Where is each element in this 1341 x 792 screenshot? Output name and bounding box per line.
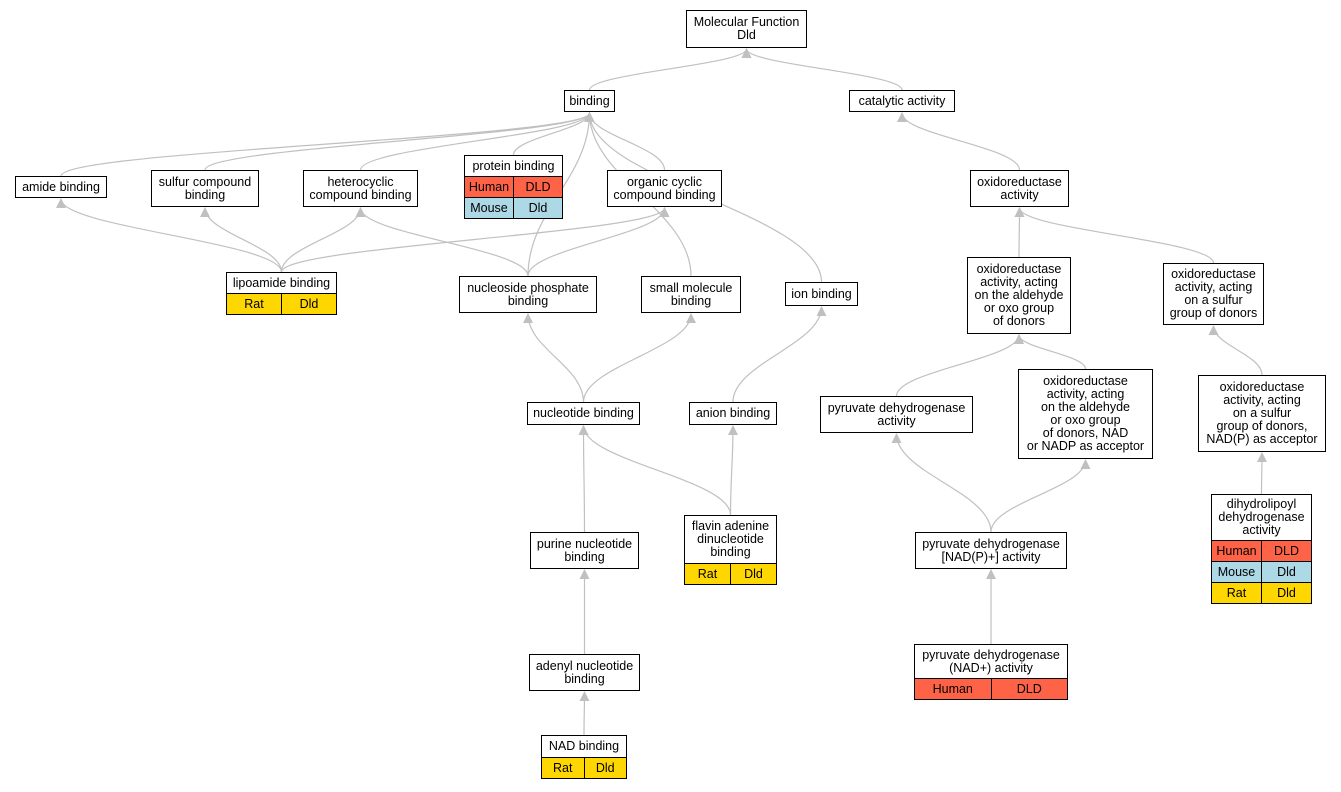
gene-cell: Dld <box>1261 562 1311 582</box>
node-oxidoreductase-activity[interactable]: oxidoreductase activity <box>970 170 1069 207</box>
gene-cell: Dld <box>281 294 336 314</box>
edge-purine-to-nucleotide <box>578 425 589 533</box>
species-cell: Rat <box>542 758 584 778</box>
edge-anion-to-ion <box>732 306 827 403</box>
edge-binding-to-mf <box>588 48 752 91</box>
edge-pdh-to-oxaldehyde <box>895 334 1024 397</box>
node-binding[interactable]: binding <box>564 90 615 112</box>
species-cell: Mouse <box>465 198 513 218</box>
node-nucleoside-phosphate-binding[interactable]: nucleoside phosphate binding <box>459 276 597 313</box>
node-organic-cyclic-compound-binding[interactable]: organic cyclic compound binding <box>607 170 722 207</box>
node-ion-binding[interactable]: ion binding <box>785 282 858 306</box>
edge-sulfur-to-binding <box>204 112 595 171</box>
edge-lipoamide-to-amide <box>56 198 283 273</box>
node-anion-binding[interactable]: anion binding <box>689 402 777 425</box>
edge-lipoamide-to-heterocyclic <box>280 207 366 273</box>
edge-lipoamide-to-sulfur <box>200 207 283 273</box>
gene-cell: Dld <box>583 758 626 778</box>
species-cell: Human <box>465 177 513 197</box>
edge-fad-to-anion <box>727 425 738 516</box>
species-cell: Mouse <box>1212 562 1261 582</box>
species-cell: Human <box>915 679 991 699</box>
edge-organic-to-binding <box>584 112 666 171</box>
edge-nucleotide-to-smallmol <box>582 313 696 403</box>
gene-cell: Dld <box>513 198 562 218</box>
species-cell: Rat <box>1212 583 1261 603</box>
edge-oxidoreductase-to-catalytic <box>897 112 1021 171</box>
node-adenyl-nucleotide-binding[interactable]: adenyl nucleotide binding <box>529 654 640 691</box>
node-small-molecule-binding[interactable]: small molecule binding <box>641 276 741 313</box>
edge-nucleoside-to-organic <box>527 207 670 277</box>
node-dihydrolipoyl-dehydrogenase[interactable]: dihydrolipoyl dehydrogenase activity Hum… <box>1211 494 1312 604</box>
node-heterocyclic-compound-binding[interactable]: heterocyclic compound binding <box>303 170 418 207</box>
node-nucleotide-binding[interactable]: nucleotide binding <box>527 402 640 425</box>
node-amide-binding[interactable]: amide binding <box>15 176 107 198</box>
edge-heterocyclic-to-binding <box>359 112 595 171</box>
edge-pdhnadp-to-pdh <box>891 433 992 533</box>
edge-dihydro-to-oxsulfnad <box>1256 452 1267 495</box>
gene-cell: Dld <box>1261 583 1311 603</box>
node-pyruvate-dehydrogenase-nadp[interactable]: pyruvate dehydrogenase [NAD(P)+] activit… <box>915 532 1067 569</box>
gene-cell: DLD <box>990 679 1067 699</box>
species-cell: Rat <box>685 564 730 584</box>
node-oxidoreductase-sulfur-nadp[interactable]: oxidoreductase activity, acting on a sul… <box>1198 375 1326 452</box>
edge-oxaldnad-to-oxaldehyde <box>1014 334 1087 370</box>
edge-nucleoside-to-heterocyclic <box>355 207 529 277</box>
node-oxidoreductase-sulfur[interactable]: oxidoreductase activity, acting on a sul… <box>1163 263 1264 325</box>
node-pyruvate-dehydrogenase-activity[interactable]: pyruvate dehydrogenase activity <box>820 396 973 433</box>
node-pyruvate-dehydrogenase-nad[interactable]: pyruvate dehydrogenase (NAD+) activity H… <box>914 644 1068 700</box>
node-oxidoreductase-aldehyde-nad[interactable]: oxidoreductase activity, acting on the a… <box>1018 369 1153 459</box>
edge-lipoamide-to-organic <box>280 207 670 273</box>
edge-nucleotide-to-nucleoside <box>523 313 585 403</box>
gene-cell: Dld <box>730 564 776 584</box>
edge-nad-to-adenyl <box>579 691 590 736</box>
node-purine-nucleotide-binding[interactable]: purine nucleotide binding <box>530 532 639 569</box>
edge-oxaldehyde-to-oxidoreductase <box>1014 207 1025 258</box>
edge-oxsulfnad-to-oxsulfur <box>1208 325 1263 376</box>
node-catalytic-activity[interactable]: catalytic activity <box>849 90 955 112</box>
edge-catalytic-to-mf <box>741 48 903 91</box>
edge-fad-to-nucleotide <box>578 425 732 516</box>
node-sulfur-compound-binding[interactable]: sulfur compound binding <box>151 170 259 207</box>
species-cell: Human <box>1212 541 1261 561</box>
edge-pdhnadp-to-oxaldnad <box>990 459 1091 533</box>
species-cell: Rat <box>227 294 281 314</box>
edge-amide-to-binding <box>60 112 595 177</box>
node-molecular-function[interactable]: Molecular Function Dld <box>686 10 807 48</box>
node-oxidoreductase-aldehyde[interactable]: oxidoreductase activity, acting on the a… <box>967 257 1071 334</box>
gene-cell: DLD <box>513 177 562 197</box>
edge-oxsulfur-to-oxidoreductase <box>1014 207 1215 264</box>
gene-cell: DLD <box>1261 541 1311 561</box>
